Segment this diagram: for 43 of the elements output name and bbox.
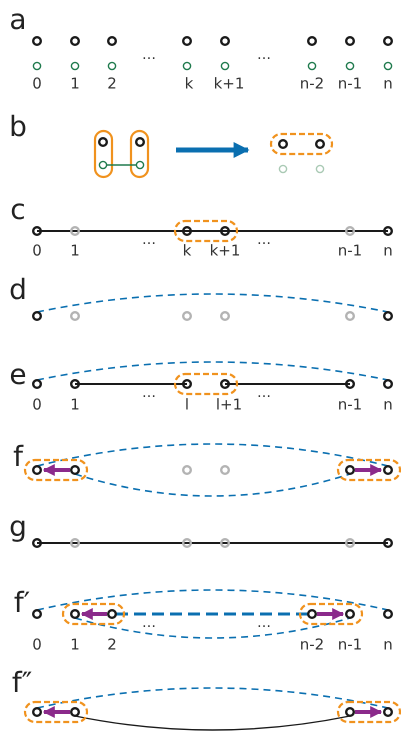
site-index: n — [383, 76, 393, 92]
site-index: n-1 — [338, 76, 362, 92]
site-index: 1 — [70, 638, 80, 652]
site-index: 1 — [70, 398, 80, 412]
panel-letter: a — [9, 6, 27, 34]
site-index: n — [383, 244, 393, 258]
ellipsis: … — [142, 48, 158, 62]
site-index: n — [383, 638, 393, 652]
site-index: 0 — [32, 244, 42, 258]
site-index: 1 — [70, 76, 80, 92]
panel-letter: d — [9, 276, 27, 304]
panel-letter: c — [10, 196, 26, 224]
site-index: l+1 — [216, 398, 242, 412]
ellipsis: … — [257, 616, 273, 630]
ellipsis: … — [257, 233, 273, 247]
panel-letter: b — [9, 113, 27, 141]
site-index: k+1 — [214, 76, 244, 92]
site-index: 0 — [32, 398, 42, 412]
site-index: n-2 — [300, 76, 324, 92]
ellipsis: … — [142, 616, 158, 630]
panel-letter: f — [13, 443, 23, 471]
site-index: k — [182, 244, 192, 258]
panel-letter: f″ — [12, 669, 32, 697]
site-index: n-1 — [338, 398, 362, 412]
site-index: n-1 — [338, 638, 362, 652]
site-index: 1 — [70, 244, 80, 258]
site-index: n — [383, 398, 393, 412]
site-index: k+1 — [210, 244, 240, 258]
ellipsis: … — [257, 48, 273, 62]
site-index: n-1 — [338, 244, 362, 258]
ellipsis: … — [257, 386, 273, 400]
site-index: n-2 — [300, 638, 324, 652]
site-index: l — [184, 398, 190, 412]
panel-letter: e — [9, 361, 27, 389]
ellipsis: … — [142, 233, 158, 247]
site-index: 2 — [107, 76, 117, 92]
site-index: 0 — [32, 638, 42, 652]
ellipsis: … — [142, 386, 158, 400]
site-index: k — [184, 76, 194, 92]
panel-letter: g — [9, 513, 27, 541]
site-index: 2 — [107, 638, 117, 652]
panel-letter: f′ — [14, 589, 30, 617]
site-index: 0 — [32, 76, 42, 92]
